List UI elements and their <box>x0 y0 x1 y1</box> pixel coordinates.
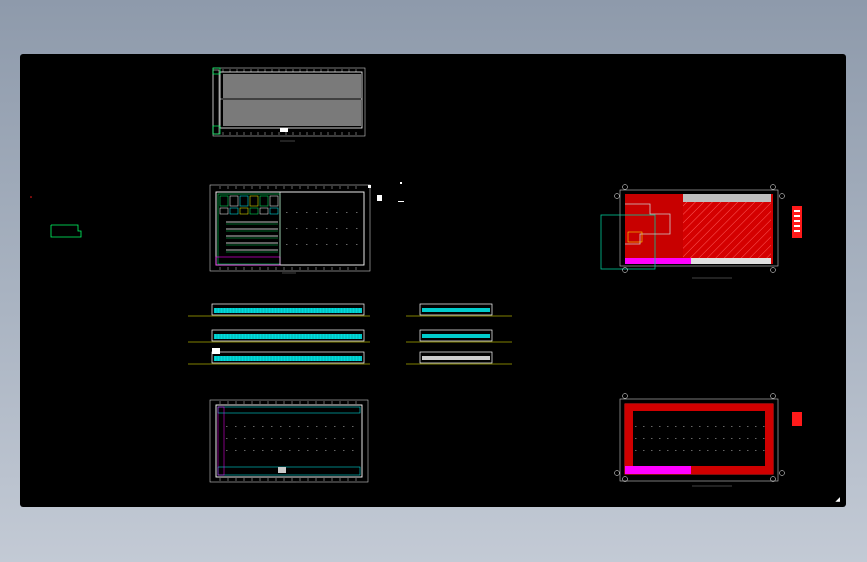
ground-floor-plan-sheet[interactable] <box>209 182 404 274</box>
drawing-viewport[interactable]: ◢ <box>20 54 846 507</box>
long-elevation-group[interactable] <box>188 303 370 365</box>
fire-zone-plan-sheet[interactable] <box>600 184 802 279</box>
fire-zone-plan-2-sheet[interactable] <box>614 393 803 487</box>
ucs-icon: ◢ <box>835 496 840 503</box>
short-elevation-group[interactable] <box>406 303 512 365</box>
cad-model-space[interactable] <box>20 54 846 507</box>
second-floor-plan-sheet[interactable] <box>209 399 369 483</box>
roof-plan-sheet[interactable] <box>212 67 366 142</box>
site-key-plan[interactable] <box>30 196 82 238</box>
